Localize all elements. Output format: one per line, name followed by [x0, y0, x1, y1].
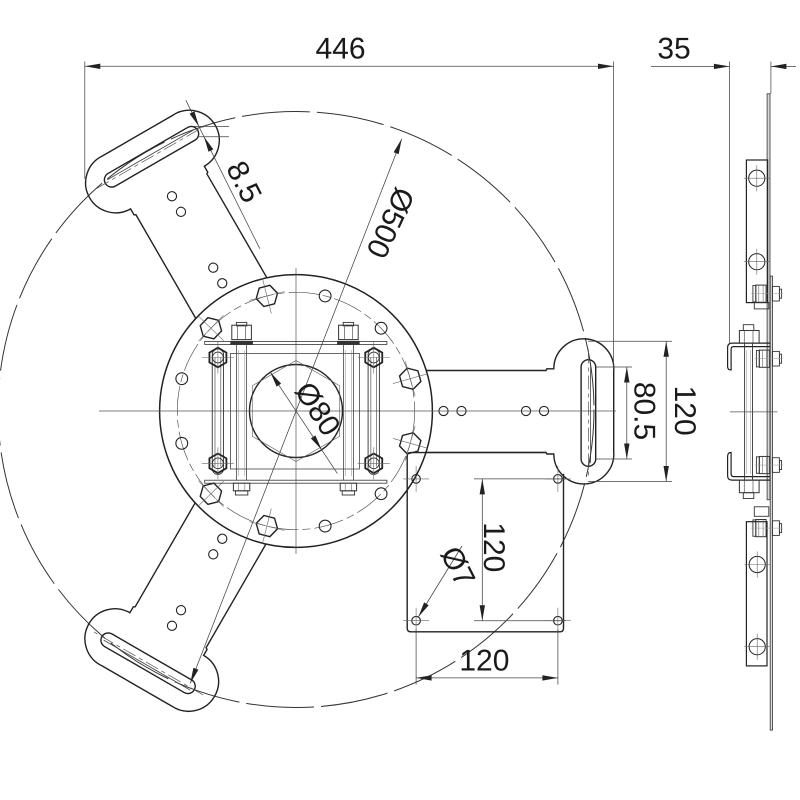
svg-text:120: 120	[459, 645, 509, 678]
svg-text:35: 35	[657, 33, 690, 66]
svg-text:120: 120	[477, 522, 510, 572]
svg-text:120: 120	[668, 386, 701, 436]
svg-text:446: 446	[315, 33, 365, 66]
svg-text:80.5: 80.5	[628, 382, 661, 440]
